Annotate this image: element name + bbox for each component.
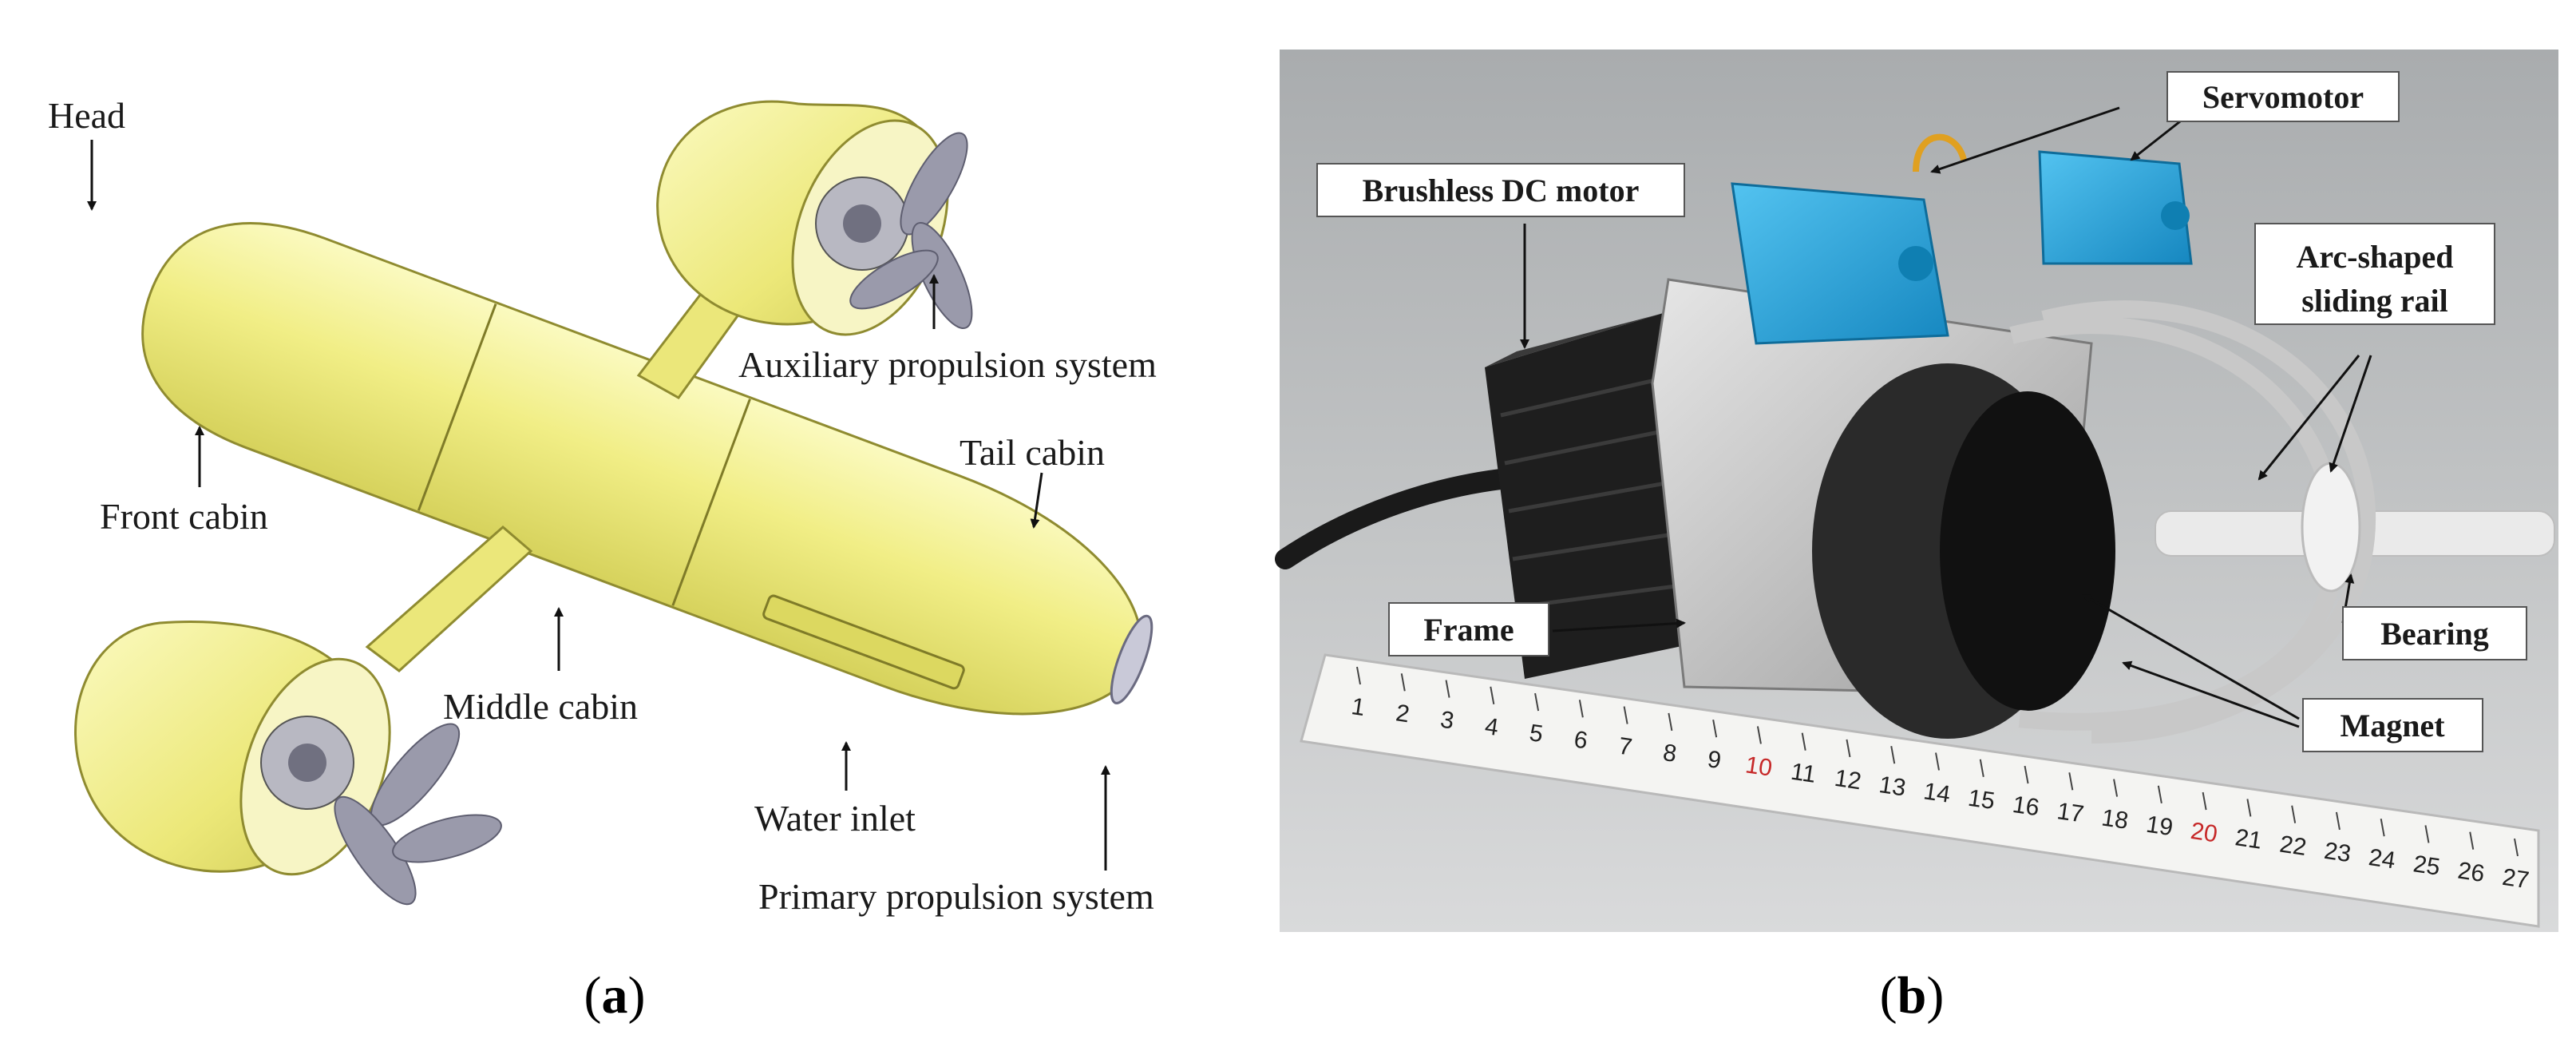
label-box-brushless: Brushless DC motor (1316, 163, 1685, 217)
ruler-tick (1623, 706, 1628, 724)
ruler-tick (1356, 666, 1361, 685)
servo-wires (1913, 133, 1967, 173)
ruler-number: 4 (1483, 713, 1500, 741)
label-box-magnet: Magnet (2302, 698, 2483, 752)
auv-hull (141, 222, 1153, 716)
lower-pod (74, 620, 502, 906)
ruler-number: 6 (1573, 726, 1589, 754)
servomotor-left (1731, 182, 1949, 345)
magnet-drum-face (1940, 391, 2115, 711)
svg-text:Frame: Frame (1423, 612, 1514, 648)
upper-pod (656, 100, 973, 336)
svg-text:Arc-shaped: Arc-shaped (2296, 239, 2453, 275)
ruler-tick (2514, 838, 2519, 857)
water-inlet-slot (762, 594, 965, 690)
ruler-number: 5 (1528, 720, 1545, 748)
ruler-tick (1846, 739, 1851, 758)
ruler-number: 19 (2144, 811, 2174, 842)
label-primary-propulsion: Primary propulsion system (758, 876, 1154, 917)
svg-text:sliding rail: sliding rail (2301, 283, 2447, 319)
caption-a: (a) (584, 966, 646, 1025)
panel-a-arrows (87, 140, 1110, 871)
ruler-tick (1935, 752, 1940, 771)
label-tail-cabin: Tail cabin (960, 432, 1105, 473)
ruler-number: 16 (2011, 791, 2041, 822)
label-water-inlet: Water inlet (754, 798, 916, 839)
lower-propeller (334, 723, 502, 906)
ruler-tick (2202, 791, 2207, 811)
ruler-number: 7 (1616, 733, 1633, 761)
upper-propeller (849, 132, 973, 330)
ruler-tick (2246, 799, 2252, 817)
ruler-tick (2469, 831, 2475, 850)
label-box-servomotor: Servomotor (2166, 71, 2400, 122)
label-middle-cabin: Middle cabin (443, 686, 638, 727)
ruler-tick (1400, 673, 1406, 692)
label-box-bearing: Bearing (2342, 606, 2527, 660)
ruler-number: 9 (1706, 746, 1723, 774)
ruler-tick (1668, 712, 1673, 732)
ruler-number: 15 (1966, 785, 1996, 815)
motor-cable (1275, 469, 1511, 569)
joint-middle-tail (671, 399, 751, 606)
label-box-frame: Frame (1388, 602, 1549, 656)
svg-text:Magnet: Magnet (2340, 708, 2445, 744)
bearing (2301, 462, 2361, 593)
ruler-number: 26 (2456, 858, 2487, 888)
ruler-tick (2113, 779, 2119, 797)
nozzle (1110, 614, 1153, 704)
ruler-tick (2380, 819, 2385, 837)
servomotor-right (2038, 150, 2193, 265)
ruler-number: 18 (2100, 804, 2131, 835)
lower-arm (365, 525, 533, 672)
ruler-tick (2157, 785, 2162, 804)
ruler-number: 2 (1394, 700, 1411, 728)
svg-text:Brushless DC motor: Brushless DC motor (1363, 173, 1640, 208)
ruler-tick (1578, 700, 1584, 718)
panel-b-arrows (1520, 106, 2372, 728)
ruler-tick (1756, 726, 1762, 744)
label-head: Head (48, 95, 125, 136)
ruler-tick (1534, 692, 1540, 712)
ruler-number: 17 (2056, 798, 2086, 828)
ruler-number: 14 (1921, 778, 1952, 808)
ruler-number: 23 (2322, 838, 2352, 868)
label-box-arc-rail: Arc-shaped sliding rail (2254, 223, 2495, 325)
label-front-cabin: Front cabin (100, 496, 268, 537)
ruler-number: 21 (2234, 824, 2264, 855)
ruler-tick (2068, 772, 2074, 791)
svg-text:Servomotor: Servomotor (2202, 79, 2364, 115)
ruler-number: 3 (1438, 707, 1455, 735)
ruler-tick (1490, 686, 1495, 704)
label-auxiliary-propulsion: Auxiliary propulsion system (738, 344, 1157, 385)
ruler-number: 24 (2367, 844, 2397, 874)
ruler-number: 22 (2278, 831, 2309, 861)
ruler-tick (2291, 805, 2297, 823)
ruler-number: 13 (1878, 771, 1908, 802)
joint-front-middle (417, 303, 497, 511)
ruler-number: 8 (1661, 740, 1678, 767)
ruler-number: 11 (1789, 759, 1818, 788)
ruler-tick (1890, 746, 1896, 764)
ruler-number: 1 (1350, 693, 1367, 721)
ruler-tick (1801, 732, 1806, 751)
ruler-number: 12 (1833, 765, 1863, 795)
ruler-number: 25 (2412, 851, 2442, 881)
ruler-tick (1712, 719, 1718, 738)
caption-b: (b) (1880, 966, 1945, 1025)
ruler-tick (2024, 765, 2029, 784)
ruler-tick (1445, 680, 1450, 698)
ruler-tick (1979, 759, 1984, 777)
ruler-number: 10 (1743, 752, 1774, 782)
ruler-tick (2424, 825, 2430, 843)
ruler-tick (2335, 811, 2341, 831)
ruler-number: 20 (2189, 818, 2219, 848)
svg-text:Bearing: Bearing (2380, 616, 2489, 652)
ruler-number: 27 (2500, 864, 2530, 894)
panel-a: Head Auxiliary propulsion system Tail ca… (48, 95, 1157, 1025)
